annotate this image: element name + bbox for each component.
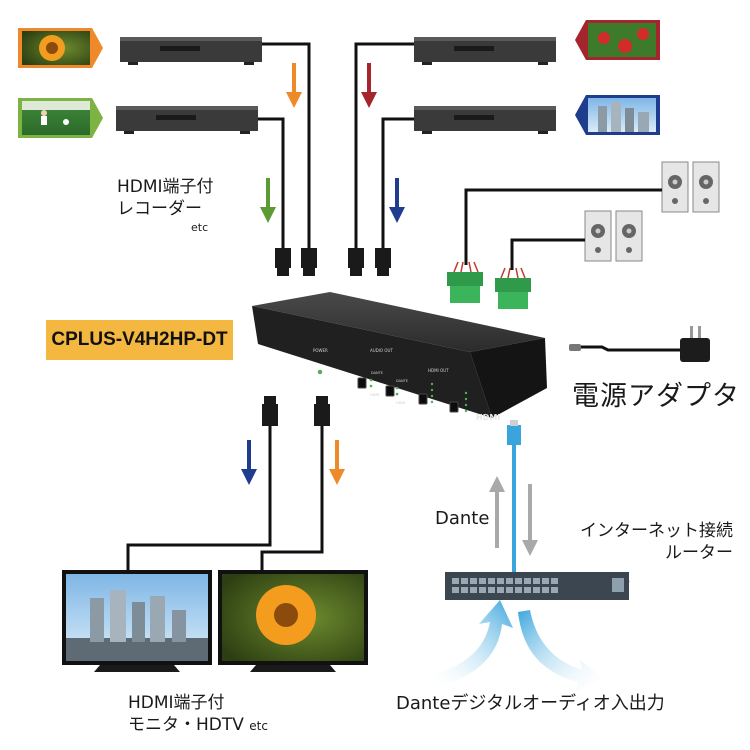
speaker-pair-1 — [661, 161, 720, 213]
display-label-etc: etc — [249, 719, 268, 733]
status-leds — [369, 378, 468, 413]
recorder-2 — [116, 106, 258, 134]
display-label-line2-wrap: モニタ・HDTV etc — [128, 714, 268, 737]
network-router — [445, 572, 630, 600]
phoenix-connector-2 — [495, 267, 531, 309]
monitor-2 — [218, 570, 368, 672]
source-label-line1: HDMI端子付 — [117, 177, 214, 197]
source-label: HDMI端子付 レコーダー etc — [117, 176, 214, 236]
device-label-hdmi-out: HDMI OUT — [428, 368, 449, 373]
input-hdmi-plugs — [275, 248, 391, 276]
phoenix-connector-1 — [447, 261, 483, 303]
router-label-line1: インターネット接続 — [580, 521, 733, 541]
dante-label: Dante — [435, 508, 490, 529]
device-label-audio-out: AUDIO OUT — [370, 348, 393, 353]
router-label: インターネット接続 ルーター — [580, 520, 733, 564]
select-button-1[interactable] — [357, 377, 367, 389]
source-label-etc: etc — [191, 221, 209, 234]
recorder-4 — [414, 106, 556, 134]
dante-io-label: Danteデジタルオーディオ入出力 — [396, 693, 665, 714]
hdmi-logo: HDMI — [476, 413, 500, 422]
output-hdmi-plugs — [262, 396, 330, 426]
device-label-hdmi-2: HDMI — [396, 401, 405, 405]
input-cables — [258, 42, 414, 250]
display-label: HDMI端子付 モニタ・HDTV etc — [128, 692, 268, 737]
output-cables — [126, 425, 324, 570]
lan-cable — [507, 420, 521, 575]
source-label-line2: レコーダー — [117, 199, 202, 219]
power-adapter — [569, 326, 710, 362]
audio-cables — [464, 188, 662, 270]
swoosh-out — [518, 610, 604, 692]
select-button-3[interactable] — [418, 393, 428, 405]
main-unit: POWER AUDIO OUT HDMI OUT DANTE DANTE HDM… — [252, 292, 547, 422]
power-led — [317, 369, 323, 375]
source-image-flower — [18, 28, 103, 68]
device-label-dante: DANTE — [371, 371, 383, 375]
source-image-soccer — [18, 98, 103, 138]
source-image-strawberries — [575, 20, 660, 60]
router-label-line2: ルーター — [665, 543, 733, 563]
device-label-dante-2: DANTE — [396, 379, 408, 383]
device-label-hdmi: HDMI — [370, 393, 379, 397]
swoosh-in — [430, 600, 513, 688]
device-label-power: POWER — [313, 348, 328, 353]
display-label-line1: HDMI端子付 — [128, 693, 225, 713]
recorder-1 — [120, 37, 262, 65]
monitor-1 — [62, 570, 212, 672]
model-tag: CPLUS-V4H2HP-DT — [46, 320, 233, 360]
source-image-city — [575, 95, 660, 135]
select-button-2[interactable] — [385, 385, 395, 397]
speaker-pair-2 — [584, 210, 643, 262]
power-adapter-label: 電源アダプタ — [572, 381, 740, 412]
display-label-line2: モニタ・HDTV — [128, 715, 244, 735]
recorder-3 — [414, 37, 556, 65]
select-button-4[interactable] — [449, 401, 459, 413]
